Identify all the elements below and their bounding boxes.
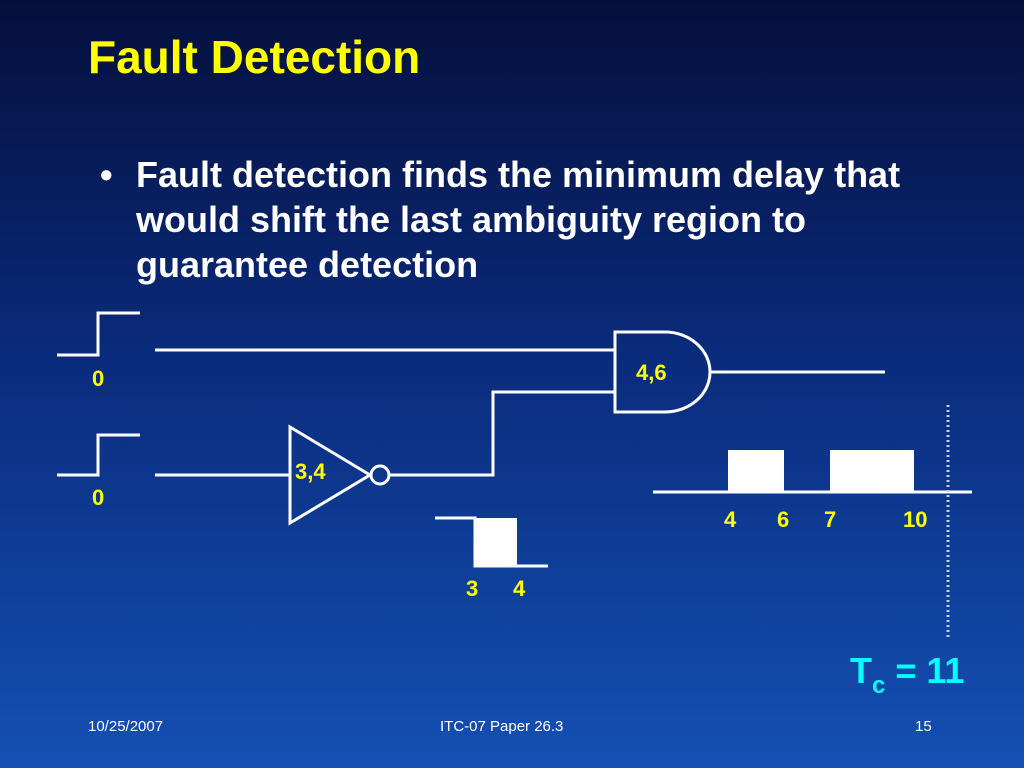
- footer-date: 10/25/2007: [88, 718, 164, 735]
- inverter-wave-label-4: 4: [513, 576, 526, 601]
- bullet-marker: •: [100, 154, 113, 195]
- inverter-gate: [288, 424, 373, 526]
- inverter-wave-label-3: 3: [466, 576, 478, 601]
- tc-label: Tc = 11: [850, 650, 964, 699]
- inverter-waveform: [435, 516, 548, 568]
- and-gate: [613, 330, 712, 414]
- tc-subscript: c: [872, 672, 885, 699]
- tc-value: = 11: [885, 650, 964, 691]
- input-bottom-waveform: [57, 433, 140, 477]
- output-wave-label-4: 4: [724, 507, 737, 532]
- output-pulse-1: [728, 450, 784, 493]
- output-wave-label-6: 6: [777, 507, 789, 532]
- output-wave-label-7: 7: [824, 507, 836, 532]
- wire-inverter-to-and: [389, 390, 615, 477]
- inverter-label: 3,4: [295, 459, 326, 484]
- inverter-bubble: [369, 464, 391, 486]
- bullet-text: Fault detection finds the minimum delay …: [136, 154, 901, 285]
- output-pulse-2: [830, 450, 914, 493]
- slide-title: Fault Detection: [88, 31, 421, 83]
- inverter-wave-pulse: [475, 518, 517, 566]
- tc-symbol: T: [850, 650, 872, 691]
- bullet-point: • Fault detection finds the minimum dela…: [100, 152, 980, 287]
- and-gate-label: 4,6: [636, 360, 667, 385]
- input-top-value: 0: [92, 366, 104, 391]
- footer-paper: ITC-07 Paper 26.3: [440, 718, 564, 735]
- input-top-waveform: [57, 311, 140, 357]
- input-bottom-value: 0: [92, 485, 104, 510]
- output-wave-label-10: 10: [903, 507, 927, 532]
- footer-page-number: 15: [915, 718, 932, 735]
